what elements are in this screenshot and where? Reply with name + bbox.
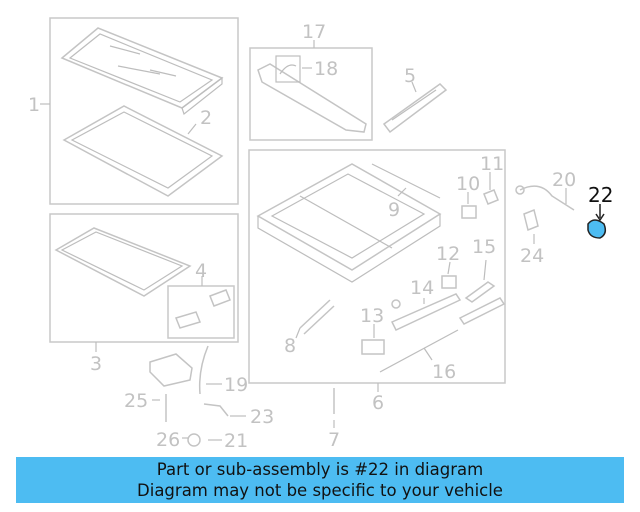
info-banner: Part or sub-assembly is #22 in diagram D…: [16, 457, 624, 503]
part-small-components: [299, 189, 506, 373]
callout-19: 19: [224, 374, 248, 396]
part-drain-hose: [515, 185, 575, 232]
part-wind-deflector: [257, 55, 367, 133]
callout-26: 26: [156, 429, 180, 451]
banner-line-2: Diagram may not be specific to your vehi…: [137, 481, 503, 500]
callout-23: 23: [250, 406, 274, 428]
callout-8: 8: [284, 335, 296, 357]
callout-14: 14: [410, 277, 434, 299]
callout-15: 15: [472, 236, 496, 258]
part-sunshade: [54, 227, 192, 297]
callout-1: 1: [28, 94, 40, 116]
callout-24: 24: [520, 245, 544, 267]
callout-20: 20: [552, 169, 576, 191]
callout-4: 4: [195, 260, 207, 282]
part-glass-seal: [62, 105, 224, 197]
callout-5: 5: [404, 65, 416, 87]
part-22-highlighted[interactable]: [587, 204, 607, 239]
group-box-6: [248, 149, 506, 384]
part-sunroof-frame: [256, 163, 442, 283]
callout-10: 10: [456, 173, 480, 195]
callout-16: 16: [432, 361, 456, 383]
group-box-4: [167, 285, 235, 339]
part-sunroof-glass: [60, 27, 224, 116]
callout-17: 17: [302, 21, 326, 43]
callout-3: 3: [90, 353, 102, 375]
callout-12: 12: [436, 243, 460, 265]
callout-21: 21: [224, 430, 248, 452]
callout-6: 6: [372, 392, 384, 414]
callout-2: 2: [200, 107, 212, 129]
callout-25: 25: [124, 390, 148, 412]
callout-22: 22: [588, 183, 613, 207]
leader-lines: [40, 40, 567, 441]
part-side-rail: [382, 83, 448, 134]
group-box-17: [249, 47, 373, 141]
banner-line-1: Part or sub-assembly is #22 in diagram: [156, 460, 484, 479]
callout-13: 13: [360, 305, 384, 327]
callout-7: 7: [328, 429, 340, 451]
callout-9: 9: [388, 199, 400, 221]
group-box-1: [49, 17, 239, 205]
part-sunshade-clips: [174, 289, 231, 329]
part-lower-components: [149, 345, 335, 447]
group-box-3: [49, 213, 239, 343]
callout-18: 18: [314, 58, 338, 80]
callout-11: 11: [480, 153, 504, 175]
